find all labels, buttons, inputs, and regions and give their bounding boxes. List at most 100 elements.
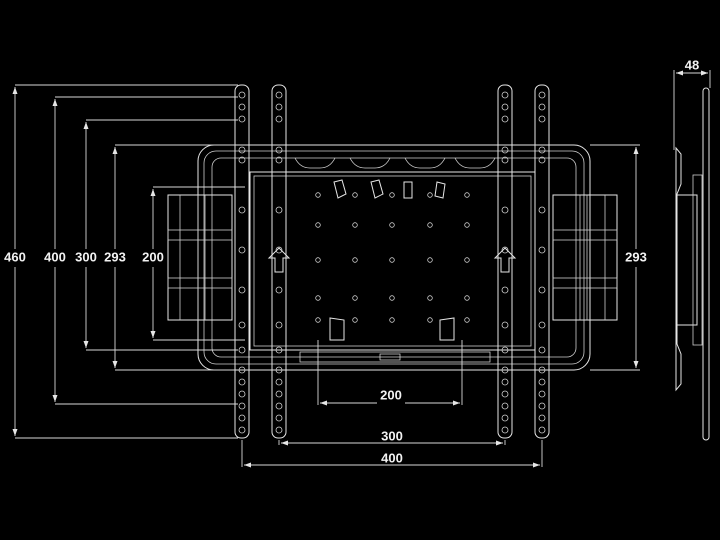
rail-hole <box>275 414 283 422</box>
rail-hole <box>275 91 283 99</box>
rail-hole <box>275 426 283 434</box>
rail-hole <box>501 156 509 164</box>
vesa-hole <box>427 295 433 301</box>
rail-hole <box>538 156 546 164</box>
rail-hole <box>238 146 246 154</box>
rail-hole <box>538 91 546 99</box>
dim-height-460: 460 <box>4 249 26 264</box>
rail-hole <box>501 390 509 398</box>
side-view <box>675 87 710 441</box>
rail-hole <box>538 115 546 123</box>
extension-lines <box>15 70 711 467</box>
rail-hole <box>238 103 246 111</box>
vesa-hole <box>389 222 395 228</box>
rail-hole <box>538 146 546 154</box>
rail-hole <box>238 366 246 374</box>
rail-hole <box>538 378 546 386</box>
rail-hole <box>538 346 546 354</box>
vesa-hole <box>464 295 470 301</box>
rail-hole <box>238 156 246 164</box>
rail-hole <box>275 146 283 154</box>
rail-hole <box>538 426 546 434</box>
rail-hole <box>275 246 283 254</box>
rail-hole <box>238 246 246 254</box>
locking-clips <box>329 179 455 341</box>
rail-hole <box>501 321 509 329</box>
rail-hole <box>538 414 546 422</box>
rail-hole <box>238 402 246 410</box>
vesa-hole <box>464 317 470 323</box>
rail-hole <box>275 206 283 214</box>
vesa-hole <box>315 257 321 263</box>
vesa-hole <box>427 257 433 263</box>
rail-hole <box>501 414 509 422</box>
rail-hole <box>238 91 246 99</box>
vertical-rails <box>234 84 550 439</box>
dim-height-300: 300 <box>75 249 97 264</box>
rail <box>234 84 250 439</box>
dim-plate-height-293: 293 <box>625 249 647 264</box>
dimension-lines <box>12 70 708 468</box>
vesa-hole <box>315 192 321 198</box>
rail-hole <box>501 146 509 154</box>
rail <box>534 84 550 439</box>
vesa-hole <box>464 257 470 263</box>
rail <box>497 84 513 439</box>
rail-hole <box>275 346 283 354</box>
rail-hole <box>538 402 546 410</box>
dim-height-293: 293 <box>104 249 126 264</box>
vesa-hole <box>464 222 470 228</box>
rail-hole <box>538 390 546 398</box>
rail-hole <box>275 321 283 329</box>
rail-hole <box>238 286 246 294</box>
rail-hole <box>275 115 283 123</box>
vesa-holes <box>315 192 470 323</box>
vesa-hole <box>352 192 358 198</box>
wall-plate <box>197 144 591 371</box>
rail-hole <box>538 321 546 329</box>
rail-hole <box>501 378 509 386</box>
vesa-hole <box>352 222 358 228</box>
rail-hole <box>238 115 246 123</box>
rail-hole <box>501 91 509 99</box>
rail-hole <box>275 390 283 398</box>
rail-hole <box>275 156 283 164</box>
rail-hole <box>501 246 509 254</box>
dim-height-400: 400 <box>44 249 66 264</box>
dim-width-300: 300 <box>381 428 403 443</box>
rail-hole <box>538 366 546 374</box>
vesa-hole <box>389 192 395 198</box>
rail-hole <box>538 103 546 111</box>
up-arrow-icons <box>267 247 517 273</box>
left-arm <box>167 194 233 321</box>
rail-hole <box>238 414 246 422</box>
rail-hole <box>501 402 509 410</box>
dim-height-200: 200 <box>142 249 164 264</box>
rail-hole <box>238 426 246 434</box>
vesa-hole <box>427 317 433 323</box>
vesa-hole <box>389 317 395 323</box>
rail-hole <box>538 286 546 294</box>
dim-width-400: 400 <box>381 450 403 465</box>
rail <box>271 84 287 439</box>
rail-hole <box>238 390 246 398</box>
rail-hole <box>501 286 509 294</box>
rail-hole <box>501 426 509 434</box>
vesa-hole <box>315 317 321 323</box>
rail-hole <box>538 206 546 214</box>
rail-hole <box>501 103 509 111</box>
rail-hole <box>501 346 509 354</box>
vesa-hole <box>352 295 358 301</box>
rail-hole <box>238 378 246 386</box>
vesa-hole <box>352 317 358 323</box>
dimension-labels: 460 400 300 293 200 293 200 300 400 48 <box>2 57 699 465</box>
rail-hole <box>275 103 283 111</box>
rail-hole <box>238 206 246 214</box>
rail-hole <box>275 366 283 374</box>
dim-width-200: 200 <box>380 387 402 402</box>
dim-depth-48: 48 <box>685 57 699 72</box>
vesa-hole <box>464 192 470 198</box>
rail-hole <box>275 286 283 294</box>
vesa-hole <box>315 295 321 301</box>
